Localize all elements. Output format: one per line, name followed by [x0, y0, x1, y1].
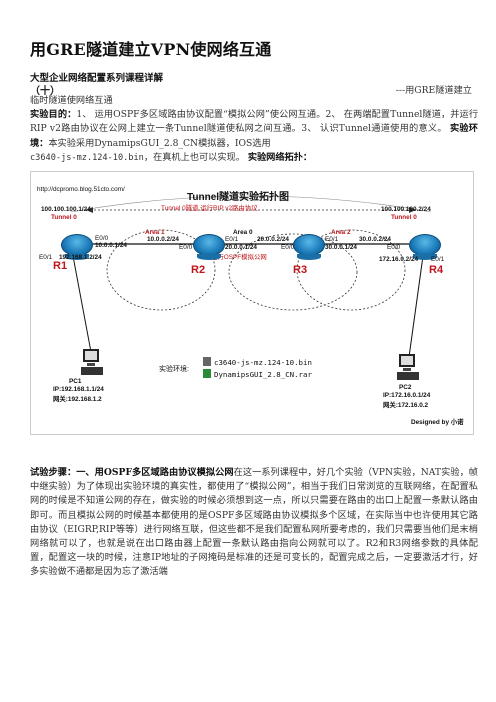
r2-ip-b: 20.0.0.1/24 — [225, 244, 257, 251]
pc2-ip: IP:172.16.0.1/24 — [383, 392, 431, 399]
designed-by: Designed by 小诺 — [411, 419, 464, 426]
paragraph-purpose: 临时隧道使网络互通 实验目的：1、 运用OSPF多区域路由协议配置“模拟公网”使… — [30, 94, 478, 165]
line2-text: 临时隧道使网络互通 — [30, 95, 113, 106]
r3-e01: E0/1 — [325, 236, 339, 243]
env-label-diagram: 实验环境: — [159, 366, 189, 373]
r4-lan: 172.16.0.2/24 — [379, 256, 419, 263]
pc1-name: PC1 — [69, 378, 82, 385]
r4-tunnel: Tunnel 0 — [391, 214, 417, 221]
r2-e01: E0/1 — [225, 236, 239, 243]
router-r3-icon[interactable] — [293, 234, 325, 260]
r1-e00: E0/0 — [95, 235, 109, 242]
r4-wan: 30.0.0.2/24 — [359, 236, 391, 243]
pc2-name: PC2 — [399, 384, 412, 391]
r4-e01: E0/1 — [431, 256, 445, 263]
diagram-url: http://dcpromo.blog.51cto.com/ — [37, 186, 125, 193]
file-ios: c3640-js-mz.124-10.bin — [214, 358, 312, 367]
doc-right-text: ---用GRE隧道建立 — [395, 85, 472, 96]
r1-tunnel: Tunnel 0 — [51, 214, 77, 221]
router-r4-icon[interactable] — [409, 234, 441, 260]
r3-name: R3 — [293, 264, 308, 276]
area2-label: Area 2 — [331, 229, 351, 236]
pc2-gateway: 网关:172.16.0.2 — [383, 402, 429, 409]
ios-name: c3640-js-mz.124-10.bin — [30, 152, 144, 163]
area1-label: Area 1 — [145, 229, 165, 236]
r3-ip-a: 20.0.0.2/24 — [257, 236, 289, 243]
steps-text: 在这一系列课程中，好几个实验（VPN实验，NAT实验，帧中继实验）为了体现出实验… — [30, 467, 478, 578]
ospf-label: 运行OSPF模拟公网 — [211, 254, 267, 261]
env-text: 本实验采用DynamipsGUI_2.8_CN模拟器，IOS选用 — [48, 137, 271, 149]
r2-ip-a: 10.0.0.2/24 — [147, 236, 179, 243]
router-r2-icon[interactable] — [193, 234, 225, 260]
doc-title: 用GRE隧道建立VPN使网络互通 — [30, 40, 272, 59]
area0-label: Area 0 — [233, 229, 253, 236]
r1-wan: 10.0.0.1/24 — [95, 242, 127, 249]
r2-name: R2 — [191, 264, 206, 276]
env-label: 实验环境： — [30, 123, 478, 149]
pc1-gateway: 网关:192.168.1.2 — [53, 396, 102, 403]
topology-diagram: http://dcpromo.blog.51cto.com/ Tunnel隧道实… — [30, 171, 474, 435]
tunnel-label: Tunnel 0隧道 运行RIP v2路由协议 — [161, 205, 258, 212]
r4-e00: E0/0 — [387, 244, 401, 251]
r1-tunnel-ip: 100.100.100.1/24 — [41, 206, 91, 213]
r1-e01: E0/1 — [39, 254, 53, 261]
pc1-icon[interactable] — [81, 347, 103, 377]
doc-subtitle: 大型企业网络配置系列课程详解 — [30, 73, 164, 84]
purpose-text: 1、 运用OSPF多区域路由协议配置“模拟公网”使公网互通。2、 在两端配置Tu… — [30, 109, 479, 135]
doc-seq: （十） — [30, 86, 60, 97]
r4-tunnel-ip: 100.100.100.2/24 — [381, 206, 431, 213]
paragraph-steps: 试验步骤：一、用OSPF多区域路由协议模拟公网在这一系列课程中，好几个实验（VP… — [30, 466, 478, 580]
pc2-icon[interactable] — [397, 352, 419, 382]
steps-heading: 一、用OSPF多区域路由协议模拟公网 — [76, 467, 234, 478]
r2-e00: E0/0 — [179, 244, 193, 251]
r4-name: R4 — [429, 264, 444, 276]
diagram-lines — [70, 195, 432, 378]
steps-label: 试验步骤： — [30, 467, 77, 478]
topology-label: 实验网络拓扑： — [247, 151, 313, 163]
purpose-label: 实验目的： — [30, 109, 77, 121]
r1-name: R1 — [53, 260, 68, 272]
env-tail: ，在真机上也可以实现。 — [143, 151, 245, 163]
r3-ip-b: 30.0.0.1/24 — [325, 244, 357, 251]
pc1-ip: IP:192.168.1.1/24 — [53, 386, 104, 393]
r1-lan: 192.168.1.2/24 — [59, 254, 102, 261]
router-r1-icon[interactable] — [61, 234, 93, 260]
file-dynamips: DynamipsGUI_2.8_CN.rar — [214, 370, 312, 379]
r3-e00: E0/0 — [281, 244, 295, 251]
diagram-title: Tunnel隧道实验拓扑图 — [187, 192, 290, 203]
